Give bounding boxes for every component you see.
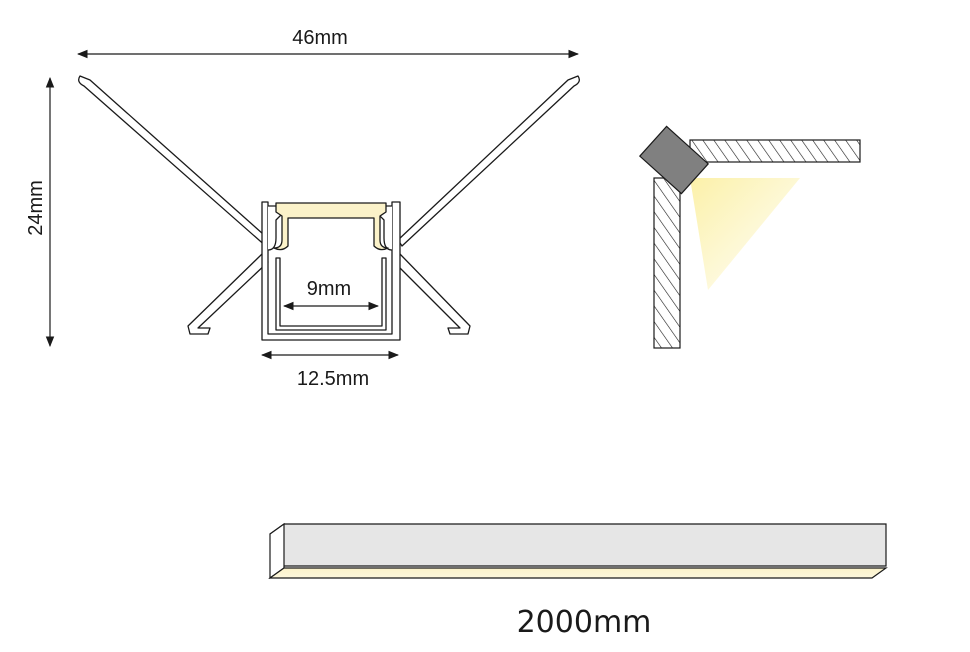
- light-beam: [690, 178, 800, 290]
- corner-profile-block: [638, 125, 710, 195]
- profile-length-view: [268, 522, 888, 580]
- length-label: 2000mm: [517, 605, 652, 640]
- profile-top-face: [269, 523, 887, 567]
- left-wing: [78, 75, 273, 249]
- right-wing: [397, 75, 580, 247]
- right-lower-flange: [393, 253, 471, 335]
- led-cover: [273, 202, 389, 251]
- ceiling-wall: [689, 139, 861, 163]
- u-channel-inner: [275, 257, 387, 331]
- width-label: 46mm: [292, 27, 348, 49]
- dimension-lines: [45, 49, 580, 360]
- corner-installation-view: [638, 125, 861, 349]
- height-label: 24mm: [25, 180, 47, 236]
- profile-cross-section: [78, 75, 580, 341]
- left-clip: [267, 205, 283, 251]
- profile-light-strip: [268, 567, 888, 579]
- inner-width-label: 9mm: [307, 278, 351, 300]
- side-wall: [653, 177, 681, 349]
- outer-width-label: 12.5mm: [297, 368, 369, 390]
- left-lower-flange: [187, 253, 269, 335]
